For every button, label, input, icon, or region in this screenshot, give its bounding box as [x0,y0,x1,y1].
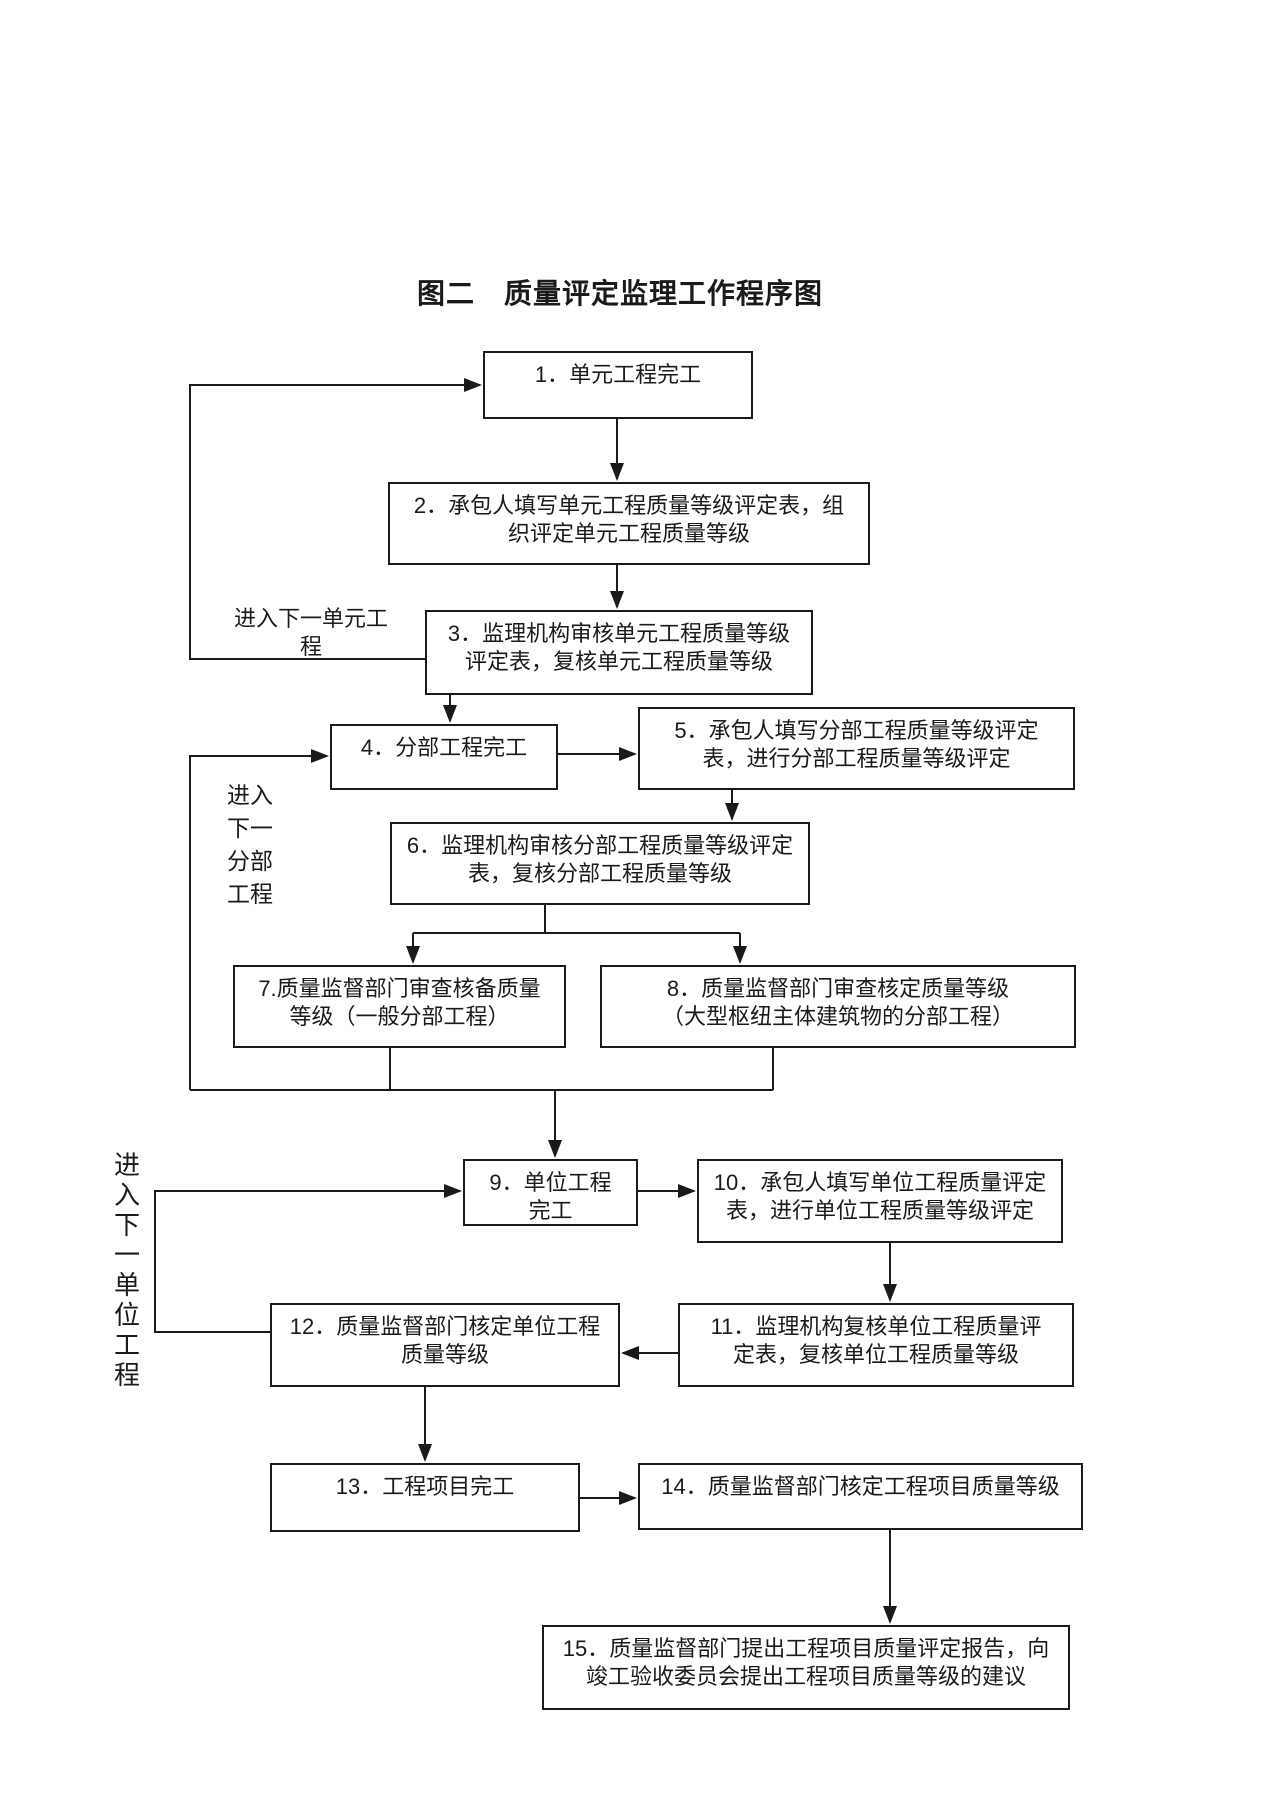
flow-box-5: 5．承包人填写分部工程质量等级评定 表，进行分部工程质量等级评定 [638,707,1075,790]
loop-label-next-division-work: 进入 下一 分部 工程 [227,782,273,907]
flow-box-6: 6．监理机构审核分部工程质量等级评定 表，复核分部工程质量等级 [390,822,810,905]
flow-box-15: 15．质量监督部门提出工程项目质量评定报告，向 竣工验收委员会提出工程项目质量等… [542,1625,1070,1710]
flow-box-13: 13．工程项目完工 [270,1463,580,1532]
flow-box-7: 7.质量监督部门审查核备质量 等级（一般分部工程） [233,965,566,1048]
figure-title: 图二 质量评定监理工作程序图 [416,278,823,309]
flow-box-3: 3．监理机构审核单元工程质量等级 评定表，复核单元工程质量等级 [425,610,813,695]
flow-box-14: 14．质量监督部门核定工程项目质量等级 [638,1463,1083,1530]
loop-label-next-unit-project: 进 入 下 一 单 位 工 程 [113,1150,140,1390]
flow-box-12: 12．质量监督部门核定单位工程 质量等级 [270,1303,620,1387]
loop-label-next-unit-work: 进入下一单元工 程 [233,606,388,659]
flow-box-11: 11．监理机构复核单位工程质量评 定表，复核单位工程质量等级 [678,1303,1074,1387]
flow-box-4: 4．分部工程完工 [330,724,558,790]
flow-box-9: 9．单位工程 完工 [463,1159,638,1226]
flow-box-8: 8．质量监督部门审查核定质量等级 （大型枢纽主体建筑物的分部工程） [600,965,1076,1048]
flow-box-10: 10．承包人填写单位工程质量评定 表，进行单位工程质量等级评定 [697,1159,1063,1243]
flow-box-1: 1．单元工程完工 [483,351,753,419]
flow-box-2: 2．承包人填写单元工程质量等级评定表，组 织评定单元工程质量等级 [388,482,870,565]
